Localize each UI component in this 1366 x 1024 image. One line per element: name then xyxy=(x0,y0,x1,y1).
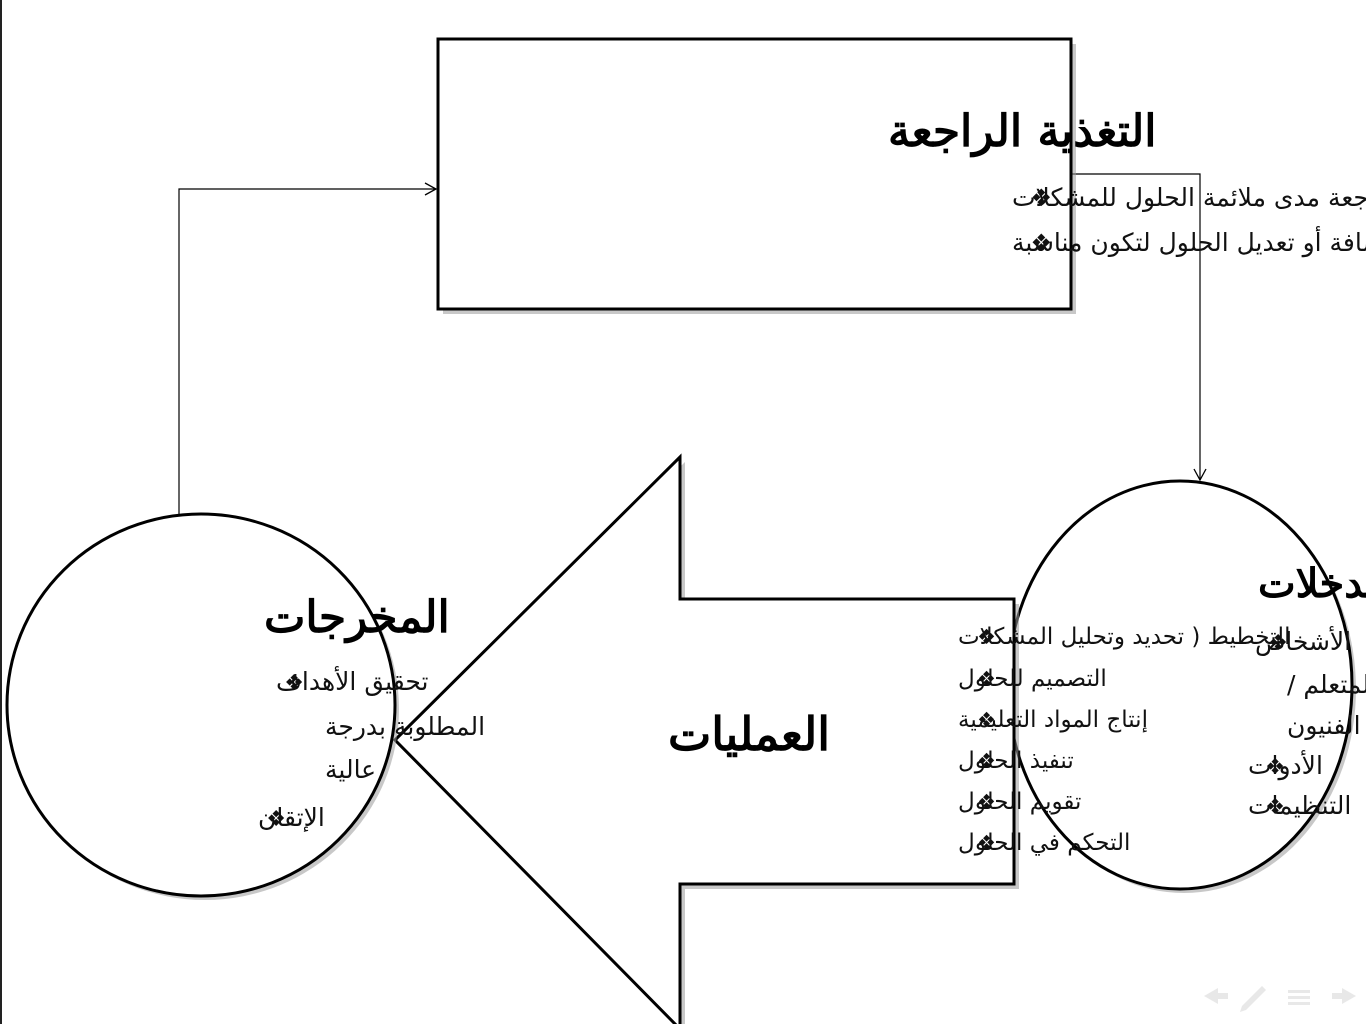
outputs-item-2: المطلوبة بدرجة xyxy=(325,712,485,741)
inputs-bullet-1: ❖ xyxy=(1268,631,1288,656)
outputs-title: المخرجات xyxy=(264,592,450,644)
processes-item-4: تنفيذ الحلول xyxy=(958,748,1074,774)
outputs-bullet-4: ❖ xyxy=(266,807,286,832)
menu-icon[interactable] xyxy=(1288,990,1310,1005)
inputs-item-2: (المعلم / المتعلم / xyxy=(1287,670,1366,700)
next-slide-icon[interactable] xyxy=(1332,988,1356,1004)
processes-item-6: التحكم في الحلول xyxy=(958,830,1130,856)
pen-icon[interactable] xyxy=(1240,986,1266,1012)
processes-bullet-4: ❖ xyxy=(977,749,996,773)
outputs-item-1: تحقيق الأهداف xyxy=(276,665,428,696)
inputs-ellipse: المدخلات ❖ الأشخاص (المعلم / المتعلم / ا… xyxy=(1006,479,1366,893)
feedback-item-1: مراجعة مدى ملائمة الحلول للمشكلات xyxy=(1012,183,1366,212)
feedback-bullet-2: ❖ xyxy=(1030,229,1052,257)
connector-feedback-to-inputs xyxy=(1071,173,1207,482)
inputs-item-1: الأشخاص xyxy=(1255,625,1351,656)
connector-outputs-to-feedback xyxy=(178,182,438,520)
outputs-bullet-1: ❖ xyxy=(284,671,304,696)
processes-item-2: التصميم للحلول xyxy=(958,666,1107,692)
processes-arrow: العمليات ❖ التخطيط ( تحديد وتحليل المشكل… xyxy=(392,453,1290,1024)
feedback-bullet-1: ❖ xyxy=(1030,184,1052,212)
inputs-item-4: الأدوات xyxy=(1248,749,1323,781)
inputs-bullet-4: ❖ xyxy=(1265,755,1285,780)
slideshow-controls xyxy=(1204,986,1356,1012)
processes-bullet-6: ❖ xyxy=(977,831,996,855)
feedback-item-2: إضافة أو تعديل الحلول لتكون مناسبة xyxy=(1012,225,1366,258)
processes-item-3: إنتاج المواد التعليمية xyxy=(958,707,1148,733)
inputs-bullet-5: ❖ xyxy=(1265,795,1285,820)
processes-bullet-2: ❖ xyxy=(977,667,996,691)
inputs-title: المدخلات xyxy=(1258,560,1366,607)
outputs-item-3: عالية xyxy=(325,755,376,784)
processes-title: العمليات xyxy=(668,707,830,761)
previous-slide-icon[interactable] xyxy=(1204,988,1228,1004)
processes-item-1: التخطيط ( تحديد وتحليل المشكلات xyxy=(958,624,1290,650)
processes-bullet-3: ❖ xyxy=(977,708,996,732)
inputs-item-3: الفنيون xyxy=(1287,711,1361,740)
feedback-title: التغذية الراجعة xyxy=(888,106,1157,158)
outputs-item-4: الإتقان xyxy=(258,803,325,832)
inputs-item-5: التنظيمات xyxy=(1248,791,1351,820)
processes-bullet-1: ❖ xyxy=(977,625,996,649)
processes-bullet-5: ❖ xyxy=(977,790,996,814)
outputs-circle: المخرجات ❖ تحقيق الأهداف المطلوبة بدرجة … xyxy=(5,512,485,900)
processes-item-5: تقويم الحلول xyxy=(958,789,1081,815)
feedback-box: التغذية الراجعة ❖ مراجعة مدى ملائمة الحل… xyxy=(436,37,1366,314)
